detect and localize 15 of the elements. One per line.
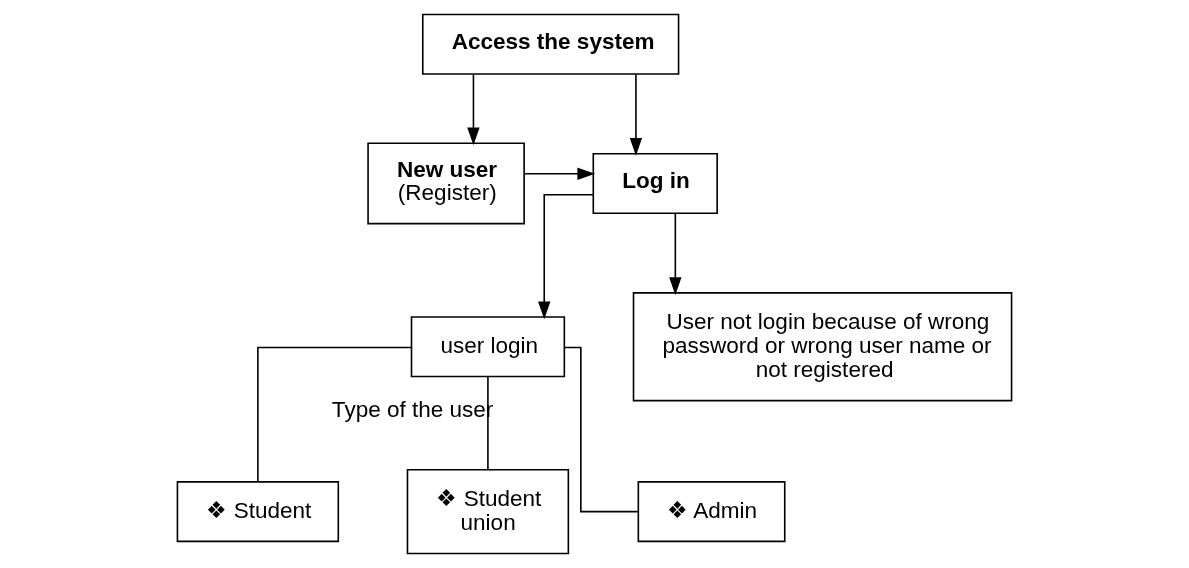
node-box: Log in: [592, 152, 718, 215]
node-box: Access the system: [421, 13, 680, 75]
node-box: ❖ Student: [176, 481, 340, 543]
connector: [257, 346, 413, 483]
arrow: [538, 193, 595, 320]
node-box: ❖ Admin: [637, 481, 786, 543]
arrow: [523, 167, 596, 180]
node-box: user login: [410, 316, 566, 378]
arrow: [669, 212, 682, 295]
arrow: [629, 73, 643, 156]
node-box: New user (Register): [367, 142, 525, 225]
node-box: ❖ Student union: [406, 469, 570, 555]
arrow: [467, 73, 480, 146]
connector: [487, 376, 489, 471]
node-box: User not login because of wrong password or wrong user name or not registered: [632, 292, 1013, 402]
